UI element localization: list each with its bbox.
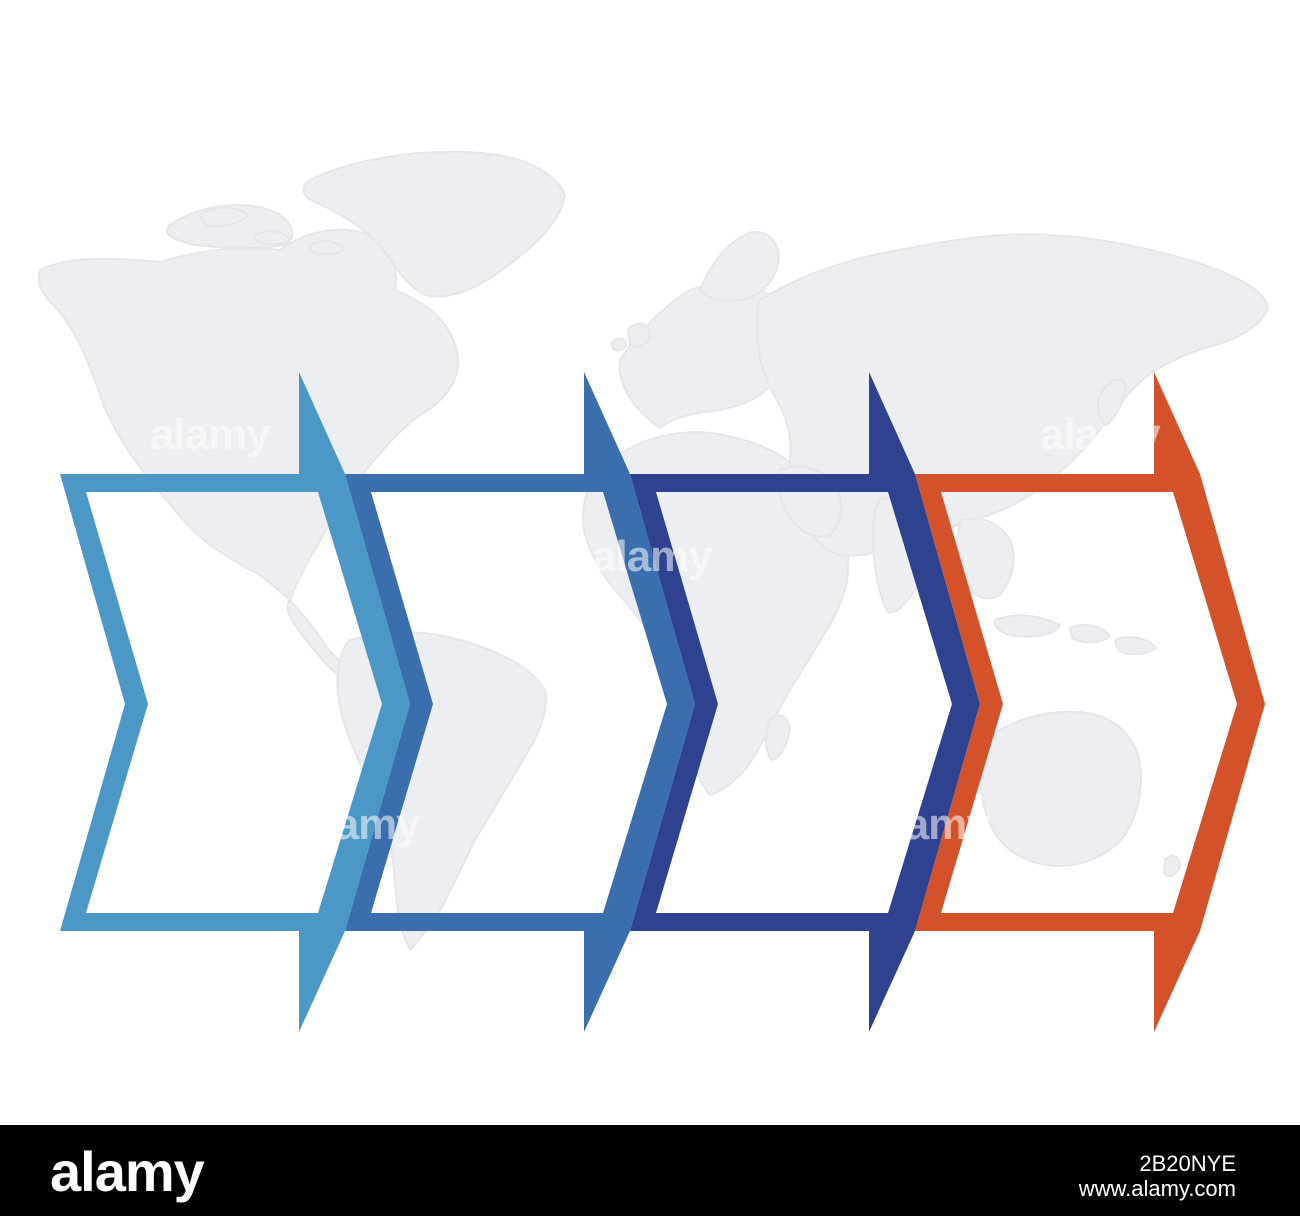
watermark-text-5: alamy (870, 800, 991, 849)
step-4-arrow-outline (915, 372, 1265, 1032)
footer-logo: alamy (50, 1140, 205, 1203)
new-zealand-shape (1162, 854, 1182, 878)
diagram-canvas: alamy alamy alamy alamy alamy (37, 150, 1270, 1032)
step-2-arrow (345, 372, 695, 1032)
watermark-text-1: alamy (150, 410, 271, 459)
madagascar-shape (764, 714, 792, 762)
footer-image-id: 2B20NYE (1139, 1151, 1236, 1176)
step-4-arrow (915, 372, 1265, 1032)
step-1-arrow-outline (60, 372, 410, 1032)
british-isles-shape (611, 322, 652, 352)
australia-shape (978, 710, 1143, 868)
watermark-text-3: alamy (1040, 410, 1161, 459)
indonesia-shape (993, 614, 1158, 656)
japan-shape (1097, 378, 1128, 427)
footer-image-info: 2B20NYE www.alamy.com (1079, 1151, 1236, 1202)
watermark-text-4: alamy (300, 800, 421, 849)
arrow-sequence (60, 372, 1265, 1032)
arctic-islands-shape (198, 206, 346, 256)
greenland-shape (302, 150, 567, 298)
step-2-arrow-outline (345, 372, 695, 1032)
step-3-arrow-outline (630, 372, 980, 1032)
step-1-arrow (60, 372, 410, 1032)
scandinavia-shape (698, 230, 780, 302)
watermark-footer-bar: alamy 2B20NYE www.alamy.com (0, 1125, 1300, 1216)
world-map-background (37, 150, 1270, 1032)
step-3-arrow (630, 372, 980, 1032)
watermark-text-2: alamy (592, 532, 713, 581)
footer-site-url: www.alamy.com (1078, 1176, 1236, 1202)
